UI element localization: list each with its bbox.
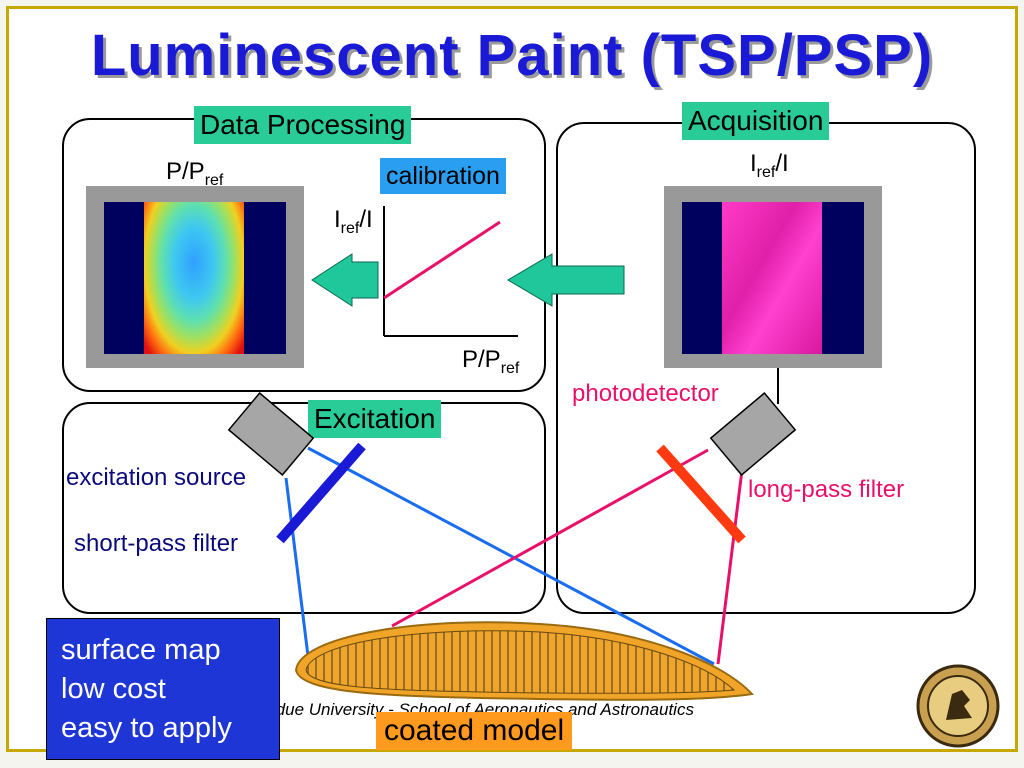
- long-pass-filter: [656, 444, 746, 544]
- p-pref-label: P/Pref: [166, 158, 224, 189]
- photodetector-label: photodetector: [572, 380, 719, 407]
- calibration-tag: calibration: [380, 158, 506, 194]
- calibration-line: [383, 220, 501, 300]
- intensity-image: [722, 202, 822, 354]
- arrow-acquisition-to-calibration: [507, 253, 625, 307]
- coated-model-tag: coated model: [376, 712, 573, 750]
- long-pass-filter-label: long-pass filter: [748, 476, 905, 503]
- emission-ray-right: [716, 469, 744, 665]
- arrow-calibration-to-map: [311, 253, 379, 307]
- coated-model-hatch: [305, 630, 736, 694]
- excitation-ray-right: [307, 446, 715, 666]
- feature-item: low cost: [61, 673, 166, 705]
- data-processing-tag: Data Processing: [194, 106, 412, 144]
- university-seal-logo: [916, 664, 1000, 748]
- short-pass-filter-label: short-pass filter: [74, 530, 239, 557]
- short-pass-filter: [276, 442, 366, 544]
- iref-i-label: Iref/I: [750, 150, 789, 181]
- acquisition-tag: Acquisition: [682, 102, 830, 140]
- features-box: surface map low cost easy to apply: [46, 618, 280, 760]
- excitation-source-label: excitation source: [66, 464, 247, 491]
- camera: [709, 392, 797, 476]
- excitation-tag: Excitation: [308, 400, 442, 438]
- feature-item: easy to apply: [61, 712, 232, 744]
- pressure-map-image: [144, 202, 244, 354]
- excitation-ray-left: [284, 477, 310, 657]
- slide-title: Luminescent Paint (TSP/PSP): [90, 23, 934, 88]
- emission-ray-left: [391, 448, 709, 628]
- light-source: [227, 392, 315, 476]
- calibration-x-label: P/Pref: [462, 346, 520, 377]
- feature-item: surface map: [61, 634, 221, 666]
- intensity-image-monitor: [664, 186, 882, 368]
- pressure-map-monitor: [86, 186, 304, 368]
- calibration-y-label: Iref/I: [334, 206, 373, 237]
- footer-text: rdue University - School of Aeronautics …: [270, 700, 694, 719]
